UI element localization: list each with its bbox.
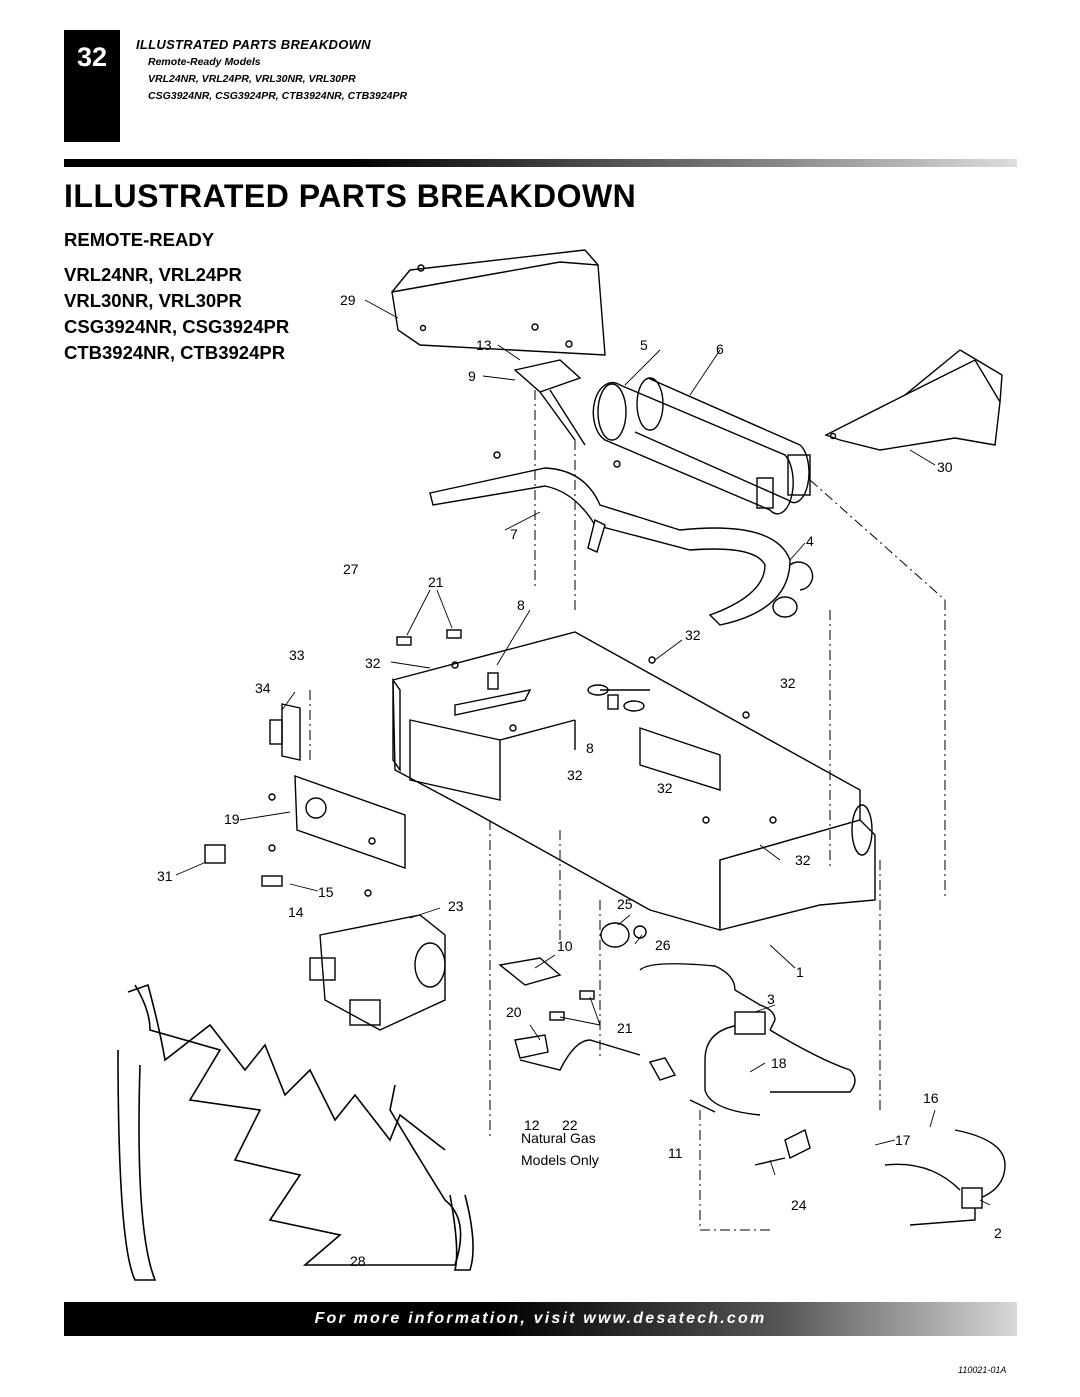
callout-label: 13 <box>476 337 492 353</box>
callout-label: 24 <box>791 1197 807 1213</box>
subhead: VRL30NR, VRL30PR <box>64 290 242 311</box>
callout-label: 29 <box>340 292 356 308</box>
callout-label: 7 <box>510 526 518 542</box>
page-title: ILLUSTRATED PARTS BREAKDOWN <box>64 178 637 214</box>
header-line: CSG3924NR, CSG3924PR, CTB3924NR, CTB3924… <box>148 90 408 102</box>
callout-label: 9 <box>468 368 476 384</box>
callout-label: 21 <box>617 1020 633 1036</box>
callout-label: 11 <box>668 1145 683 1161</box>
callout-label: 2 <box>994 1225 1002 1241</box>
subhead: REMOTE-READY <box>64 229 215 250</box>
callout-label: 28 <box>350 1253 366 1269</box>
header-line: VRL24NR, VRL24PR, VRL30NR, VRL30PR <box>148 73 356 85</box>
callout-label: 31 <box>157 868 173 884</box>
callout-label: 21 <box>428 574 444 590</box>
log-burners <box>592 377 811 515</box>
top-shield-part <box>391 249 606 356</box>
callout-label: 4 <box>806 533 814 549</box>
callout-label: 17 <box>895 1132 911 1148</box>
gas-tubing <box>498 957 1006 1226</box>
callout-label: 32 <box>567 767 583 783</box>
callout-label: 23 <box>448 898 464 914</box>
burner-chassis <box>392 631 876 931</box>
burner-tube <box>429 467 814 626</box>
pilot-assembly <box>513 323 586 446</box>
callout-label: 32 <box>657 780 673 796</box>
header-line: Remote-Ready Models <box>148 56 261 68</box>
log-grate <box>117 983 474 1281</box>
natural-gas-note: Models Only <box>521 1152 599 1168</box>
callout-label: 22 <box>562 1117 578 1133</box>
callout-label: 25 <box>617 896 633 912</box>
callout-label: 8 <box>517 597 525 613</box>
subhead: CTB3924NR, CTB3924PR <box>64 342 286 363</box>
subhead: VRL24NR, VRL24PR <box>64 264 242 285</box>
right-shield-part <box>824 349 1003 451</box>
gas-valve-part <box>309 914 446 1031</box>
callout-label: 26 <box>655 937 671 953</box>
page-number-box: 32 <box>64 30 120 142</box>
callout-label: 6 <box>716 341 724 357</box>
callout-label: 15 <box>318 884 334 900</box>
control-panel-part <box>294 774 406 869</box>
subhead: CSG3924NR, CSG3924PR <box>64 316 290 337</box>
page-number: 32 <box>76 42 108 72</box>
callout-label: 14 <box>288 904 304 920</box>
document-code: 110021-01A <box>958 1365 1007 1375</box>
callout-label: 16 <box>923 1090 939 1106</box>
fasteners <box>204 451 777 1021</box>
callout-label: 32 <box>365 655 381 671</box>
callout-label: 32 <box>685 627 701 643</box>
callout-label: 10 <box>557 938 573 954</box>
header-section-title: ILLUSTRATED PARTS BREAKDOWN <box>136 37 371 52</box>
control-knob <box>600 922 647 948</box>
footer-bar: For more information, visit www.desatech… <box>64 1302 1017 1336</box>
callout-label: 34 <box>255 680 271 696</box>
callout-label: 1 <box>796 964 804 980</box>
callout-label: 12 <box>524 1117 540 1133</box>
callout-label: 27 <box>343 561 359 577</box>
callout-label: 32 <box>795 852 811 868</box>
callout-label: 30 <box>937 459 953 475</box>
callout-label: 8 <box>586 740 594 756</box>
callout-label: 20 <box>506 1004 522 1020</box>
header-rule <box>64 159 1017 167</box>
bracket-part <box>269 677 401 773</box>
callout-label: 19 <box>224 811 240 827</box>
callout-label: 18 <box>771 1055 787 1071</box>
callout-label: 3 <box>767 991 775 1007</box>
callout-label: 32 <box>780 675 796 691</box>
natural-gas-note: Natural Gas <box>521 1130 596 1146</box>
callout-label: 33 <box>289 647 305 663</box>
callout-label: 5 <box>640 337 648 353</box>
